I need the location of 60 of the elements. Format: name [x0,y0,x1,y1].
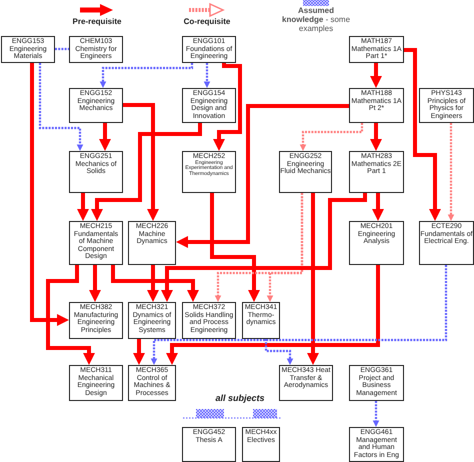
arrow [111,265,199,302]
course-box [279,365,333,401]
course-box [182,88,236,123]
arrow [91,123,202,221]
dashed-arrow [38,63,84,151]
arrow [30,63,69,326]
arrow [176,104,349,248]
arrow [89,265,101,302]
dashed-arrow [150,265,448,365]
group-label: all subjects [214,394,266,404]
legend-text: Pre-requisite [72,18,122,27]
course-box [182,151,236,193]
legend-text: Co-requisite [182,18,232,27]
course-box [349,221,404,265]
dashed-arrow [214,193,304,302]
arrow [77,193,89,221]
dashed-arrow [372,401,380,427]
dashed-arrow [448,123,454,221]
dashed-arrow [300,123,364,151]
course-box [349,365,404,401]
course-box [128,302,176,339]
course-box [349,427,404,462]
arrow [161,193,367,302]
course-box [128,221,176,265]
course-box [69,302,123,339]
arrow [99,123,111,151]
arrow [46,265,95,365]
course-box [69,365,123,401]
course-box [242,302,280,339]
arrow [166,265,380,365]
course-box [349,36,404,63]
course-box [182,302,236,339]
course-box [182,36,236,63]
course-box [419,88,474,123]
arrow [213,63,242,151]
arrow [370,123,382,151]
arrow [372,193,384,221]
arrow [370,63,382,88]
course-box [419,221,474,265]
arrow [123,103,159,221]
arrow [404,48,441,221]
arrow [210,193,260,302]
course-box [279,151,332,193]
dashed-arrow [100,63,194,88]
course-box [69,151,123,193]
arrow [307,193,319,365]
course-box [349,151,404,193]
arrow [147,265,159,302]
arrow [133,339,145,365]
course-box [128,365,176,401]
legend-text: Assumed knowledge - some examples [282,7,350,34]
course-box [69,221,123,265]
dashed-arrow [204,63,210,88]
course-box [349,88,404,123]
course-box [69,36,123,63]
course-box [182,427,236,462]
course-box [69,88,123,123]
dashed-arrow [264,339,294,365]
course-box [1,36,55,63]
course-box [242,427,280,462]
